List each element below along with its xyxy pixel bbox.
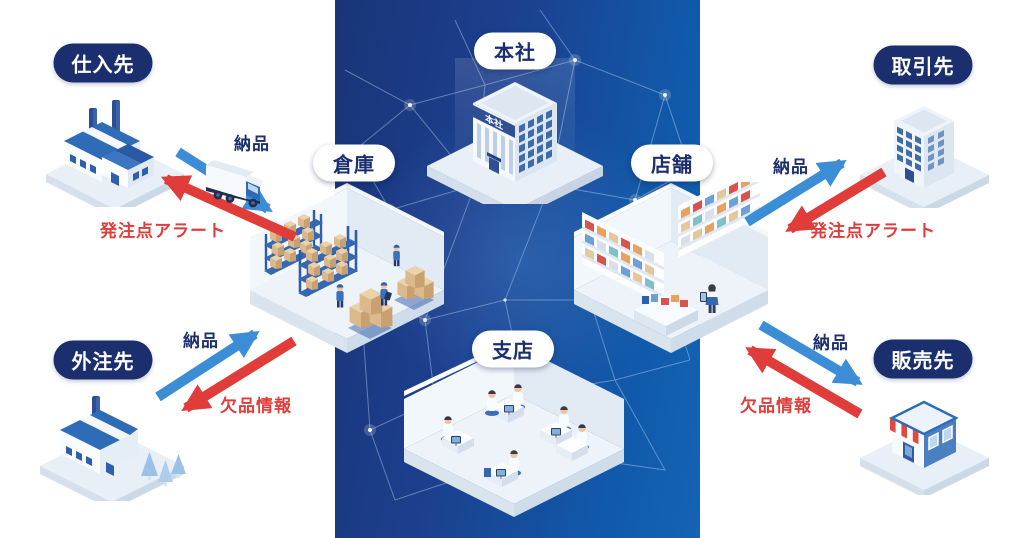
subcontractor-factory-icon (32, 366, 192, 501)
flow-label-delivery: 納品 (183, 331, 219, 351)
node-label-branch: 支店 (472, 330, 554, 368)
shop-awning-icon (890, 416, 925, 448)
store-clerk (700, 284, 719, 313)
flow-label-delivery: 納品 (773, 157, 809, 177)
node-label-warehouse: 倉庫 (313, 144, 395, 182)
node-label-sales-outlet: 販売先 (873, 339, 973, 379)
sales-shop-icon (852, 360, 997, 495)
flow-label-reorder-alert: 発注点アラート (100, 221, 226, 241)
flow-label-delivery: 納品 (234, 134, 270, 154)
node-label-subcontractor: 外注先 (53, 340, 153, 380)
supplier-factory-icon (40, 82, 190, 207)
branch-office-room-icon (396, 344, 631, 519)
headquarters-building-icon: 本社 (415, 64, 615, 204)
node-label-store: 店舗 (631, 144, 713, 182)
node-label-partner: 取引先 (873, 45, 973, 85)
node-label-headquarters: 本社 (474, 32, 556, 70)
warehouse-rack-front (298, 226, 358, 297)
node-label-supplier: 仕入先 (53, 43, 153, 83)
delivery-truck-icon (196, 147, 274, 209)
warehouse-pallet-center (348, 288, 393, 339)
branch-desk-cluster (484, 450, 521, 487)
flow-label-stockout-info: 欠品情報 (220, 396, 292, 416)
retail-store-room-icon (566, 182, 776, 362)
flow-label-reorder-alert: 発注点アラート (810, 221, 936, 241)
store-shelf-right (678, 182, 760, 259)
warehouse-room-icon (242, 182, 452, 362)
partner-building-icon (852, 80, 997, 208)
tree-icon (141, 452, 186, 486)
warehouse-pallet-right (394, 265, 434, 310)
store-island-counter (634, 294, 698, 336)
flow-label-stockout-info: 欠品情報 (740, 396, 812, 416)
store-shelf-left (582, 211, 664, 305)
flow-label-delivery: 納品 (813, 333, 849, 353)
